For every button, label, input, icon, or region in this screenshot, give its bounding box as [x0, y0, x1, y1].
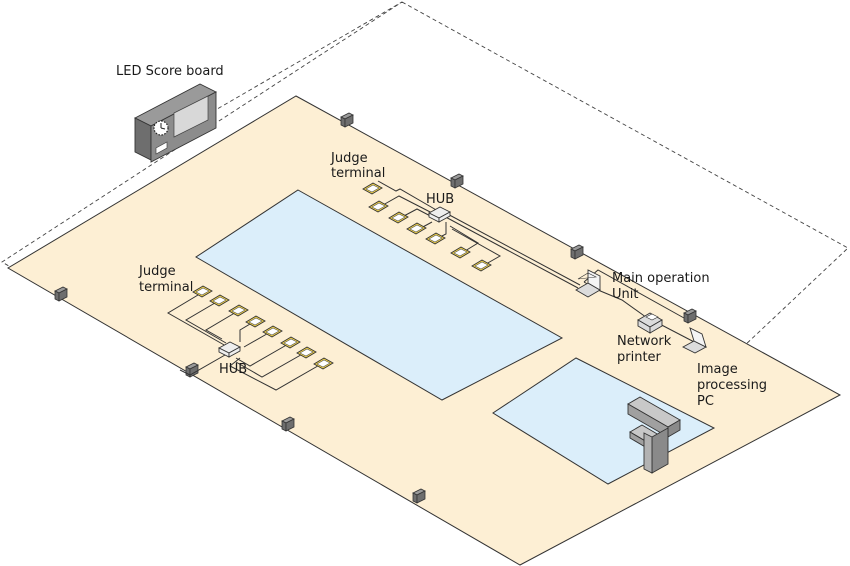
printer-icon: [637, 312, 663, 334]
competition-pool: [195, 189, 564, 401]
label-network-printer: Network: [617, 334, 672, 349]
hub-left-icon: [218, 341, 241, 358]
judge-terminal-icon: [406, 222, 427, 235]
label-judge-terminal-right: Judge: [330, 151, 368, 166]
label-image-processing: Image: [697, 362, 738, 377]
laptop-icon: [575, 269, 601, 298]
camera-icon: [340, 112, 354, 128]
label-main-operation: Main operation: [612, 271, 710, 286]
label-judge-terminal-right-2: terminal: [331, 166, 385, 181]
label-judge-terminal-left: Judge: [138, 264, 176, 279]
camera-icon: [281, 416, 295, 432]
camera-icon: [450, 173, 464, 189]
led-scoreboard: [134, 83, 217, 163]
judge-terminal-icon: [313, 357, 334, 370]
diving-platform: [627, 396, 681, 474]
label-led-score-board: LED Score board: [116, 64, 224, 79]
hub-right-icon: [428, 206, 451, 223]
camera-icon: [683, 308, 697, 324]
label-image-processing-3: PC: [697, 394, 714, 409]
judge-terminal-icon: [245, 315, 266, 328]
label-hub-right: HUB: [426, 192, 454, 207]
label-main-operation-2: Unit: [612, 287, 638, 302]
judge-terminal-icon: [296, 346, 317, 359]
judge-terminal-icon: [368, 200, 389, 213]
label-image-processing-2: processing: [697, 378, 767, 393]
laptop-icon: [682, 327, 707, 354]
judge-terminal-icon: [362, 182, 383, 195]
camera-icon: [412, 488, 426, 504]
judge-terminal-icon: [192, 285, 213, 298]
judge-terminal-icon: [228, 304, 249, 317]
label-judge-terminal-left-2: terminal: [139, 280, 193, 295]
camera-icon: [54, 286, 68, 302]
judge-terminal-icon: [209, 294, 230, 307]
judge-terminal-icon: [471, 259, 492, 272]
judge-terminal-icon: [280, 336, 301, 349]
scoreboard-link: [211, 1, 403, 113]
label-network-printer-2: printer: [617, 350, 662, 365]
judge-terminal-icon: [425, 232, 446, 245]
camera-icon: [570, 244, 584, 260]
label-hub-left: HUB: [219, 362, 247, 377]
judge-terminal-icon: [262, 325, 283, 338]
judge-terminal-icon: [388, 211, 409, 224]
judge-terminal-icon: [450, 246, 471, 259]
